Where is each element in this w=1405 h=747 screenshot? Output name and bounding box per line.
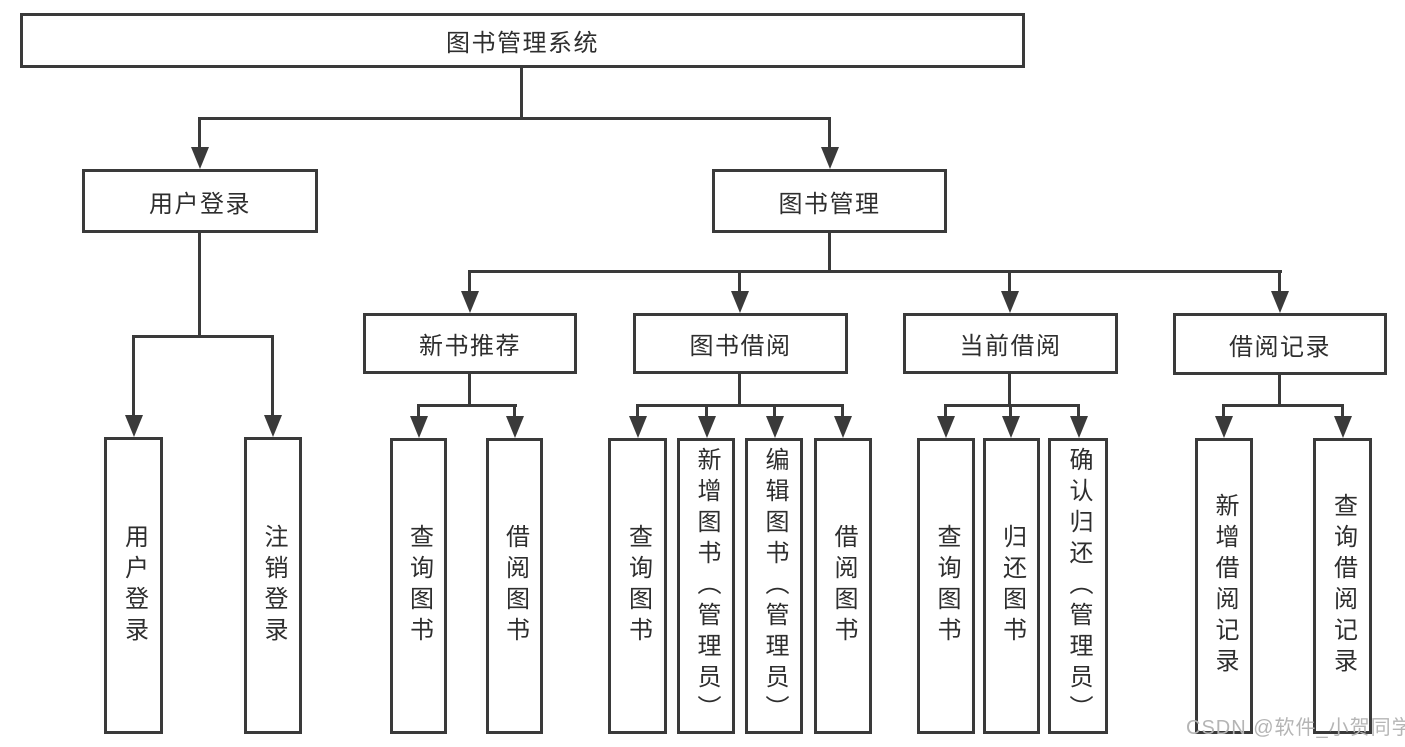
edge-user-login-crossbar [132,335,274,338]
edge-bb-drop-3 [773,404,776,418]
arrowhead-book-borrowing [731,291,749,313]
edge-user-login-stem [198,233,201,337]
edge-cb-drop-3 [1077,404,1080,418]
edge-root-crossbar [198,117,831,120]
node-leaf-query-books-3: 查询图书 [917,438,975,734]
arrowhead-add-books-admin [698,416,716,438]
node-leaf-query-books-1-label: 查询图书 [405,524,433,648]
node-leaf-return-books: 归还图书 [983,438,1040,734]
node-leaf-add-books-admin-label: 新增图书（管理员） [693,446,720,726]
node-borrowing-records-label: 借阅记录 [1229,333,1331,361]
arrowhead-user-login [191,147,209,169]
node-book-management-label: 图书管理 [778,190,881,218]
edge-nbr-drop-1 [417,404,420,418]
arrowhead-new-book-recommend [461,291,479,313]
node-current-borrowing: 当前借阅 [903,313,1118,374]
edge-book-borrowing-crossbar [636,404,844,407]
node-book-management: 图书管理 [712,169,947,233]
node-book-borrowing-label: 图书借阅 [689,333,792,360]
edge-book-management-crossbar [468,270,1282,273]
arrowhead-edit-books-admin [766,416,784,438]
node-leaf-add-borrow-record-label: 新增借阅记录 [1211,493,1238,679]
edge-bb-drop-2 [705,404,708,418]
node-leaf-confirm-return-admin-label: 确认归还（管理员） [1065,446,1092,726]
arrowhead-query-books-3 [937,416,955,438]
edge-bb-drop-4 [841,404,844,418]
edge-root-drop-left [198,117,201,149]
edge-br-drop-2 [1341,404,1344,418]
edge-cb-drop-1 [944,404,947,418]
csdn-watermark: CSDN @软件_小贺同学 [1186,717,1405,739]
edge-drop-borrowing-records [1278,270,1281,293]
node-leaf-logout-login: 注销登录 [244,437,302,734]
node-leaf-borrow-books-1: 借阅图书 [486,438,543,734]
arrowhead-add-borrow-record [1215,416,1233,438]
node-leaf-edit-books-admin-label: 编辑图书（管理员） [761,446,788,726]
arrowhead-current-borrowing [1001,291,1019,313]
node-leaf-logout-login-label: 注销登录 [260,523,287,648]
node-borrowing-records: 借阅记录 [1173,313,1387,375]
node-leaf-edit-books-admin: 编辑图书（管理员） [745,438,803,734]
edge-drop-new-book-recommend [468,270,471,293]
node-current-borrowing-label: 当前借阅 [959,333,1062,360]
node-root-label: 图书管理系统 [446,30,599,57]
arrowhead-return-books [1002,416,1020,438]
edge-new-book-recommend-stem [468,372,471,406]
arrowhead-query-books-2 [629,416,647,438]
node-user-login: 用户登录 [82,169,318,233]
edge-user-login-drop-2 [271,335,274,417]
node-root: 图书管理系统 [20,13,1025,68]
node-leaf-user-login: 用户登录 [104,437,163,734]
edge-br-drop-1 [1222,404,1225,418]
node-leaf-query-books-3-label: 查询图书 [933,524,960,648]
edge-book-management-stem [828,233,831,272]
node-leaf-confirm-return-admin: 确认归还（管理员） [1048,438,1108,734]
edge-drop-current-borrowing [1008,270,1011,293]
node-leaf-add-books-admin: 新增图书（管理员） [677,438,735,734]
node-leaf-query-books-1: 查询图书 [390,438,447,734]
node-leaf-query-borrow-record-label: 查询借阅记录 [1329,493,1357,679]
node-leaf-user-login-label: 用户登录 [120,523,148,648]
node-user-login-label: 用户登录 [149,190,251,218]
node-leaf-query-books-2-label: 查询图书 [624,524,652,648]
node-leaf-borrow-books-1-label: 借阅图书 [501,524,529,648]
arrowhead-borrow-books-1 [506,416,524,438]
node-leaf-borrow-books-2: 借阅图书 [814,438,872,734]
edge-bb-drop-1 [636,404,639,418]
arrowhead-borrowing-records [1271,291,1289,313]
edge-book-borrowing-stem [738,372,741,406]
node-leaf-return-books-label: 归还图书 [998,524,1026,648]
arrowhead-leaf-user-login [125,415,143,437]
edge-current-borrowing-crossbar [944,404,1080,407]
edge-user-login-drop-1 [132,335,135,417]
arrowhead-query-borrow-record [1334,416,1352,438]
edge-cb-drop-2 [1009,404,1012,418]
arrowhead-query-books-1 [410,416,428,438]
edge-root-stem [520,68,523,118]
node-book-borrowing: 图书借阅 [633,313,848,374]
edge-current-borrowing-stem [1008,372,1011,406]
node-leaf-borrow-books-2-label: 借阅图书 [830,524,857,648]
node-new-book-recommend: 新书推荐 [363,313,577,374]
arrowhead-confirm-return-admin [1070,416,1088,438]
edge-drop-book-borrowing [738,270,741,293]
edge-root-drop-right [828,117,831,149]
node-leaf-query-books-2: 查询图书 [608,438,667,734]
node-leaf-add-borrow-record: 新增借阅记录 [1195,438,1253,734]
node-new-book-recommend-label: 新书推荐 [419,333,521,360]
edge-nbr-drop-2 [513,404,516,418]
node-leaf-query-borrow-record: 查询借阅记录 [1313,438,1372,734]
edge-borrowing-records-crossbar [1222,404,1344,407]
arrowhead-leaf-logout-login [264,415,282,437]
edge-new-book-recommend-crossbar [417,404,517,407]
edge-borrowing-records-stem [1278,373,1281,406]
arrowhead-borrow-books-2 [834,416,852,438]
arrowhead-book-management [821,147,839,169]
